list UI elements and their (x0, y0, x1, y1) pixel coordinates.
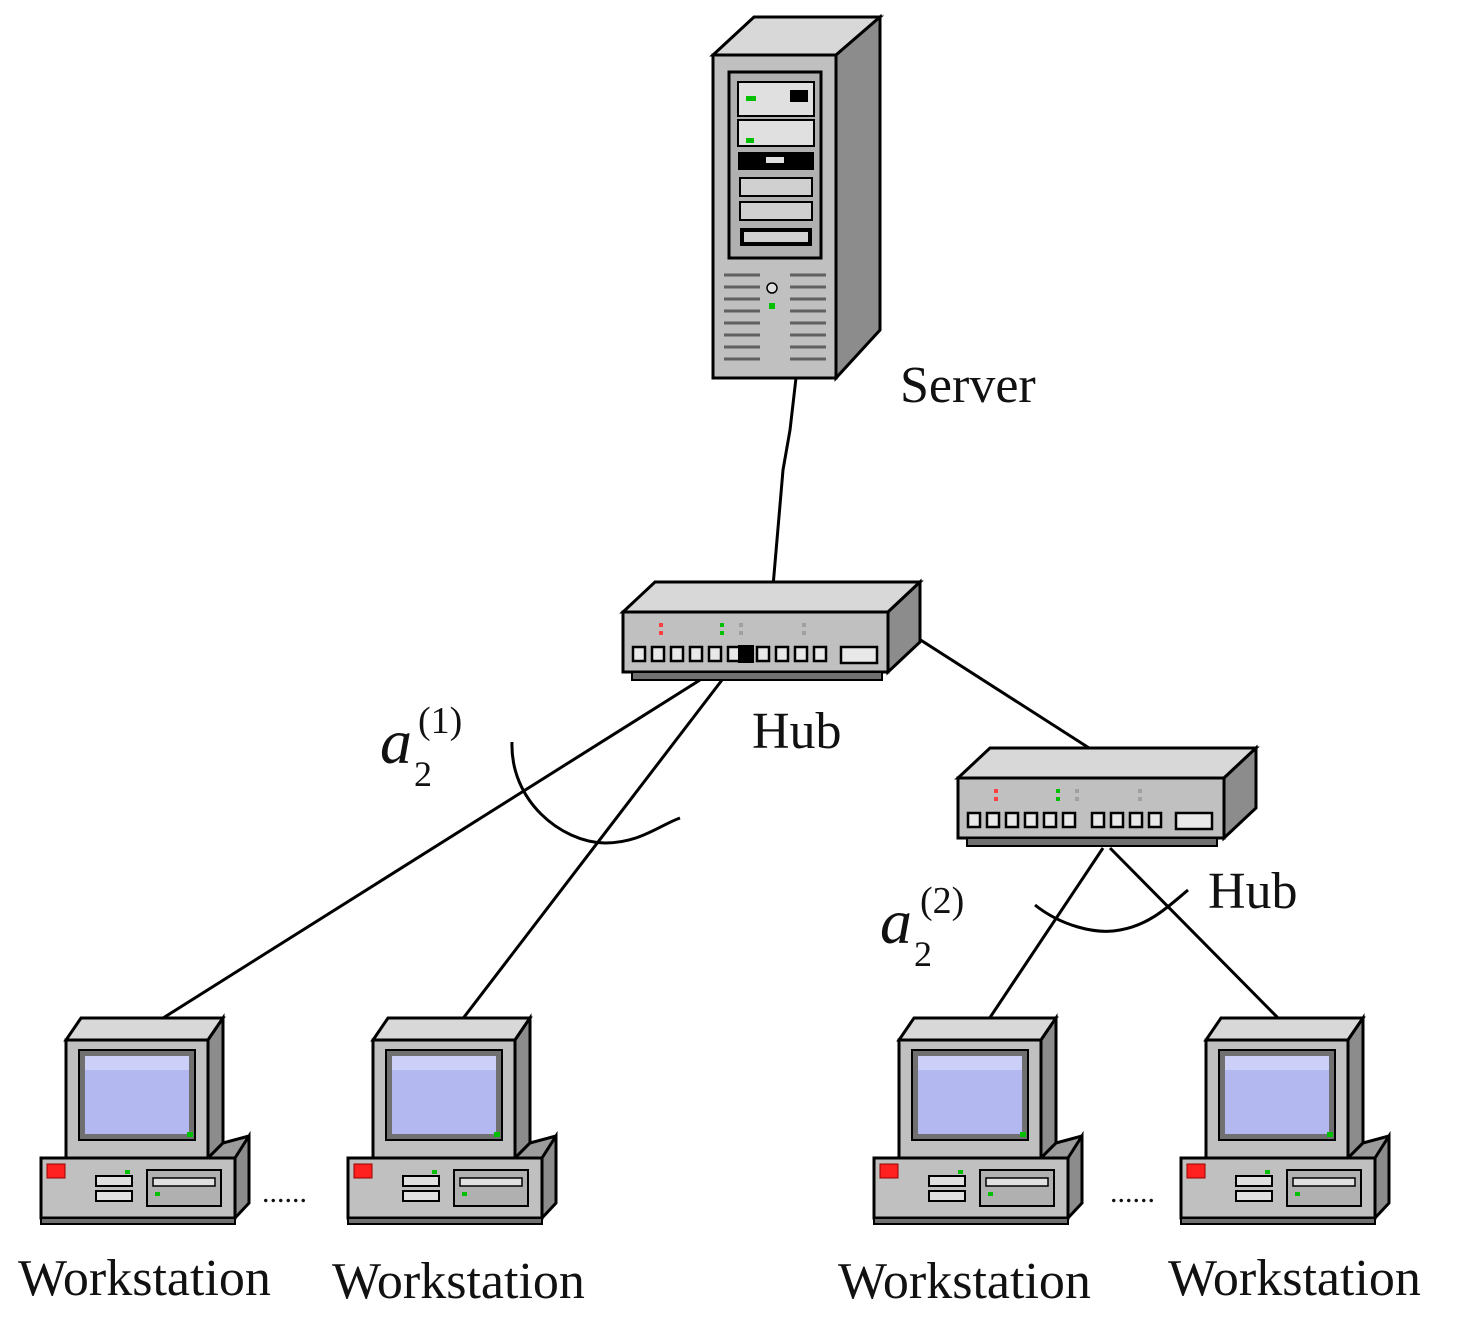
angle-subscript: 2 (414, 754, 432, 794)
server-tower-icon (709, 13, 885, 382)
hub-label-secondary: Hub (1208, 863, 1298, 920)
angle-superscript: (1) (418, 700, 462, 742)
angle-superscript: (2) (920, 880, 964, 922)
server-label: Server (900, 357, 1036, 414)
workstation-label: Workstation (838, 1253, 1091, 1310)
wire-hub2-workstation-3 (983, 847, 1105, 1026)
workstation-label: Workstation (332, 1253, 585, 1310)
angle-label-2: a 2 (2) (880, 880, 964, 974)
hub-label-main: Hub (752, 703, 842, 760)
connection-wires (151, 377, 1287, 1027)
angle-label-1: a 2 (1) (380, 700, 462, 794)
workstation-computer-icon (346, 1016, 558, 1226)
angle-symbol: a (880, 886, 912, 957)
wire-hub-hub (904, 628, 1101, 757)
network-hub-icon (954, 744, 1260, 847)
workstation-label: Workstation (1168, 1250, 1421, 1307)
angle-subscript: 2 (914, 934, 932, 974)
ellipsis-left: ...... (262, 1176, 307, 1209)
wire-hub-workstation-1 (151, 678, 701, 1027)
angle-symbol: a (380, 706, 412, 777)
wire-hub-workstation-2 (456, 662, 737, 1026)
workstation-computer-icon (1179, 1016, 1391, 1226)
wire-server-hub (770, 377, 798, 599)
workstation-computer-icon (872, 1016, 1084, 1226)
angle-arc-2 (1034, 888, 1189, 933)
wire-hub2-workstation-4 (1108, 846, 1287, 1027)
workstation-computer-icon (39, 1016, 251, 1226)
network-hub-icon (619, 578, 924, 681)
ellipsis-right: ...... (1110, 1176, 1155, 1209)
angle-arc-1 (510, 741, 681, 845)
workstation-label: Workstation (18, 1250, 271, 1307)
